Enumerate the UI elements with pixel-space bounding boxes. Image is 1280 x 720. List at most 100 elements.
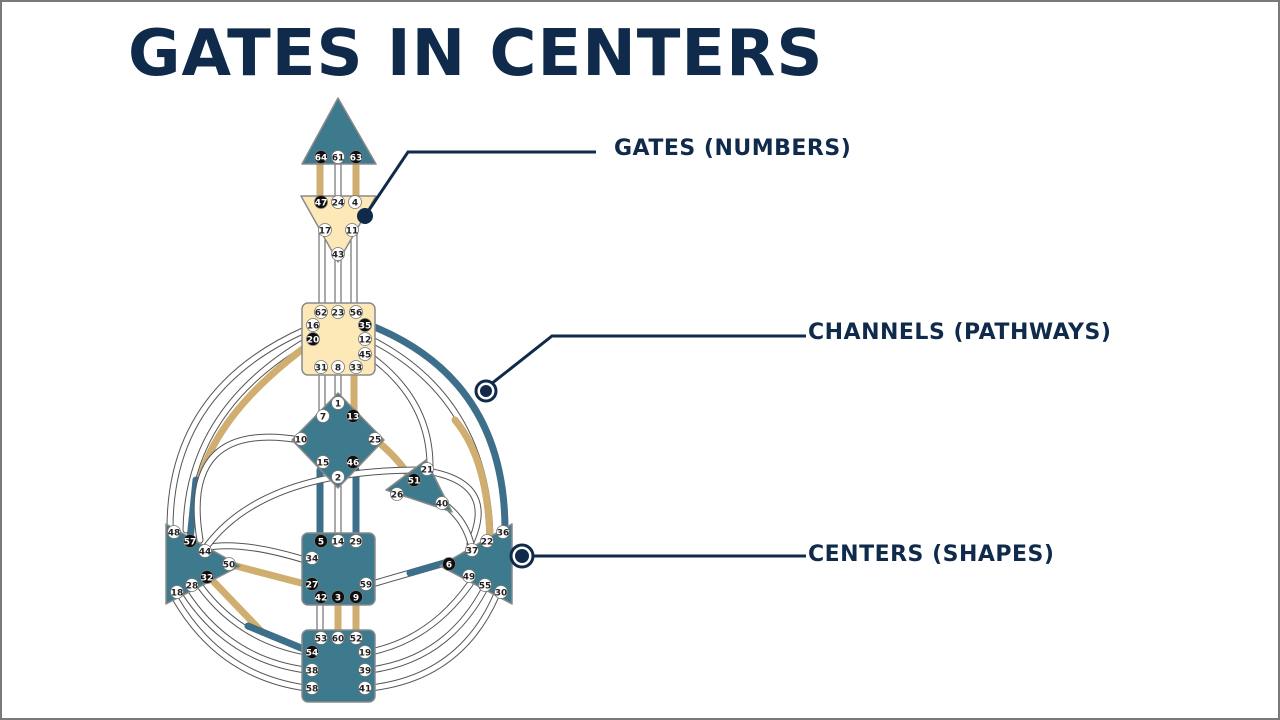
- svg-text:12: 12: [359, 336, 372, 346]
- gate-heart-21: 21: [420, 462, 434, 476]
- svg-text:47: 47: [315, 199, 328, 209]
- callout-centers-label: CENTERS (SHAPES): [808, 542, 1055, 567]
- callout-lines: [357, 150, 806, 569]
- callout-channels-leader: [474, 334, 806, 403]
- gate-root-19: 19: [358, 645, 372, 659]
- gate-root-52: 52: [349, 631, 363, 645]
- channel-solar-root: [366, 580, 500, 692]
- gate-solar-6: 6: [442, 557, 456, 571]
- gate-heart-26: 26: [390, 487, 404, 501]
- svg-text:7: 7: [320, 413, 326, 423]
- channel-45-21: [366, 352, 434, 470]
- gate-sacral-3: 3: [331, 590, 345, 604]
- gate-sacral-59: 59: [359, 577, 373, 591]
- svg-text:41: 41: [359, 685, 372, 695]
- svg-text:44: 44: [199, 548, 212, 558]
- svg-text:10: 10: [295, 436, 308, 446]
- svg-text:63: 63: [350, 154, 363, 164]
- svg-text:34: 34: [306, 555, 319, 565]
- gate-solar-55: 55: [478, 578, 492, 592]
- gate-solar-49: 49: [462, 569, 476, 583]
- gate-sacral-42: 42: [314, 590, 328, 604]
- svg-text:9: 9: [353, 594, 359, 604]
- gate-g-10: 10: [294, 432, 308, 446]
- channel-12-22: [368, 336, 494, 544]
- svg-text:2: 2: [335, 474, 341, 484]
- center-sacral: [301, 532, 376, 606]
- callout-centers-leader: [509, 543, 806, 569]
- svg-text:64: 64: [315, 154, 328, 164]
- svg-text:14: 14: [332, 538, 345, 548]
- svg-text:11: 11: [346, 227, 359, 237]
- gate-throat-23: 23: [331, 305, 345, 319]
- svg-text:53: 53: [315, 635, 328, 645]
- svg-text:21: 21: [421, 466, 434, 476]
- gate-throat-62: 62: [314, 305, 328, 319]
- channel-head-ajna: [316, 156, 360, 204]
- gate-ajna-43: 43: [331, 247, 345, 261]
- svg-text:61: 61: [332, 154, 345, 164]
- svg-text:30: 30: [495, 589, 508, 599]
- svg-text:43: 43: [332, 251, 345, 261]
- svg-text:17: 17: [319, 227, 332, 237]
- callout-gates-label: GATES (NUMBERS): [614, 136, 852, 161]
- center-head: [301, 97, 377, 165]
- gate-sacral-14: 14: [331, 534, 345, 548]
- gate-g-15: 15: [316, 455, 330, 469]
- gate-g-1: 1: [331, 396, 345, 410]
- callout-channels-label: CHANNELS (PATHWAYS): [808, 320, 1112, 345]
- svg-text:54: 54: [306, 649, 319, 659]
- svg-text:20: 20: [307, 336, 320, 346]
- svg-text:50: 50: [223, 561, 236, 571]
- channel-loop-spleen-solar: [200, 466, 482, 554]
- svg-text:4: 4: [352, 199, 358, 209]
- svg-text:60: 60: [332, 635, 345, 645]
- center-throat: [301, 302, 376, 376]
- svg-text:6: 6: [446, 561, 452, 571]
- gate-sacral-29: 29: [349, 534, 363, 548]
- gate-head-63: 63: [349, 150, 363, 164]
- gate-spleen-32: 32: [200, 570, 214, 584]
- svg-text:35: 35: [359, 322, 372, 332]
- svg-text:56: 56: [350, 309, 363, 319]
- callout-gates-leader: [357, 150, 596, 224]
- channel-sacral-root: [316, 600, 360, 638]
- channel-10-spleen: [193, 433, 304, 544]
- gate-g-25: 25: [368, 432, 382, 446]
- gate-spleen-18: 18: [170, 585, 184, 599]
- svg-text:46: 46: [347, 459, 360, 469]
- svg-text:28: 28: [186, 582, 199, 592]
- svg-text:55: 55: [479, 582, 492, 592]
- gate-solar-36: 36: [496, 525, 510, 539]
- gate-sacral-9: 9: [349, 590, 363, 604]
- channel-ajna-throat: [318, 228, 358, 312]
- gate-throat-45: 45: [358, 347, 372, 361]
- gate-spleen-48: 48: [167, 525, 181, 539]
- gate-throat-31: 31: [314, 360, 328, 374]
- gate-throat-20: 20: [306, 332, 320, 346]
- svg-text:3: 3: [335, 594, 341, 604]
- svg-text:29: 29: [350, 538, 363, 548]
- gate-throat-33: 33: [349, 360, 363, 374]
- svg-text:27: 27: [306, 581, 319, 591]
- svg-text:24: 24: [332, 199, 345, 209]
- gate-solar-30: 30: [494, 585, 508, 599]
- svg-text:45: 45: [359, 351, 372, 361]
- svg-text:25: 25: [369, 436, 382, 446]
- svg-text:59: 59: [360, 581, 373, 591]
- gate-root-41: 41: [358, 681, 372, 695]
- svg-text:36: 36: [497, 529, 510, 539]
- svg-text:33: 33: [350, 364, 363, 374]
- gate-spleen-28: 28: [185, 578, 199, 592]
- center-heart: [385, 459, 453, 513]
- gate-head-61: 61: [331, 150, 345, 164]
- svg-text:1: 1: [335, 400, 341, 410]
- svg-text:39: 39: [359, 667, 372, 677]
- channel-spleen-root: [171, 576, 310, 692]
- svg-text:23: 23: [332, 309, 345, 319]
- gate-spleen-57: 57: [183, 534, 197, 548]
- gate-ajna-24: 24: [331, 195, 345, 209]
- channel-27-50: [232, 562, 309, 588]
